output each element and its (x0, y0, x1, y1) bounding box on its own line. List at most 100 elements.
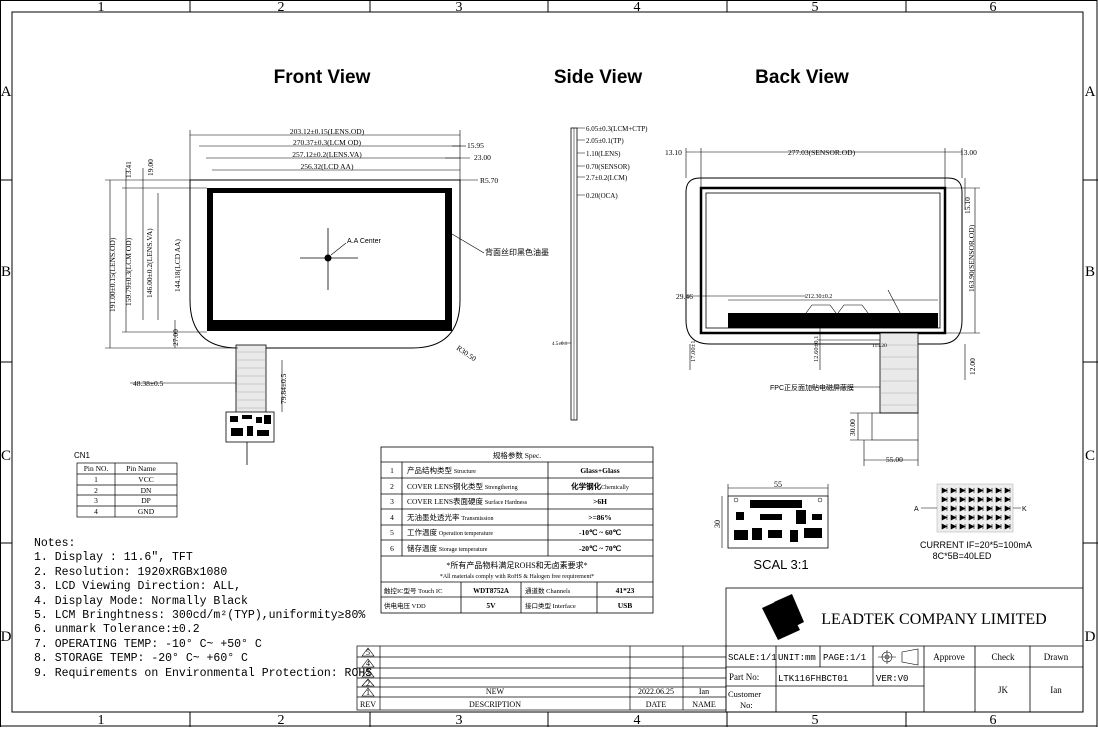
spec-row-no: 6 (390, 544, 394, 553)
tb-ver: VER:V0 (876, 674, 908, 684)
spec-row-label: 无油墨处透光率 Transmission (407, 512, 494, 522)
rev-name: Ian (699, 687, 709, 696)
back-dim-13-10: 13.10 (665, 148, 682, 157)
led-symbol (995, 496, 1002, 503)
back-dim-55-00: 55.00 (886, 455, 903, 464)
led-symbol (959, 496, 966, 503)
cn1-cell: 3 (94, 496, 98, 505)
led-symbol (977, 514, 984, 521)
back-dim-sensor-od-h: 163.90(SENSOR.OD) (967, 224, 976, 292)
side-dim-3: 1.10(LENS) (586, 150, 621, 158)
led-symbol (950, 514, 957, 521)
led-symbol (986, 496, 993, 503)
cn1-cell: DN (141, 486, 152, 495)
dim-lens-od-w: 203.12±0.15(LENS.OD) (290, 127, 365, 136)
dim-lcd-aa-w: 256.32(LCD AA) (301, 162, 354, 171)
note-item: 3. LCD Viewing Direction: ALL, (34, 580, 242, 594)
rev-mark: 2 (366, 679, 370, 688)
note-item: 4. Display Mode: Normally Black (34, 594, 248, 608)
col-label: 5 (812, 713, 819, 727)
spec-title: 规格参数 Spec. (493, 450, 541, 460)
spec-row-value: -20℃ ~ 70℃ (579, 544, 622, 553)
led-symbol (995, 514, 1002, 521)
side-dim-7: 4.5±0.1 (552, 342, 568, 347)
note-item: 7. OPERATING TEMP: -10° C~ +50° C (34, 637, 262, 651)
led-symbol (941, 496, 948, 503)
led-cathode: K (1022, 506, 1027, 513)
back-bottom-strip (728, 313, 938, 328)
back-dim-sensor-od-w: 277.03(SENSOR.OD) (788, 148, 856, 157)
row-label: C (1, 448, 11, 464)
note-item: 9. Requirements on Environmental Protect… (34, 666, 373, 680)
tb-unit: UNIT:mm (778, 653, 816, 663)
tb-drawn: Drawn (1044, 652, 1069, 662)
back-view-title: Back View (755, 67, 849, 88)
spec-vdd-label: 供电电压 VDD (384, 601, 426, 610)
led-symbol (950, 523, 957, 530)
cn1-cell: 2 (94, 486, 98, 495)
spec-channels-label: 通道数 Channels (525, 586, 571, 595)
spec-vdd: 5V (486, 601, 496, 610)
dim-lens-va-w: 257.12±0.2(LENS.VA) (292, 150, 362, 159)
spec-row-label: 储存温度 Storage temperature (407, 543, 488, 553)
cn1-cell: DP (141, 496, 151, 505)
company-name: LEADTEK COMPANY LIMITED (821, 611, 1046, 628)
dim-r30-50: R30.50 (455, 343, 478, 363)
spec-row-value: >6H (593, 497, 607, 506)
view-titles: Front View Side View Back View (274, 67, 849, 88)
col-label: 4 (634, 713, 641, 727)
front-lens-outline (189, 179, 461, 349)
spec-row-no: 1 (390, 466, 394, 475)
spec-row-label: 产品结构类型 Structure (407, 465, 476, 475)
led-symbol (959, 514, 966, 521)
spec-row-label: COVER LENS钢化类型 Strengthering (407, 481, 518, 491)
side-dim-2: 2.05±0.1(TP) (586, 137, 624, 145)
cn1-table: CN1 Pin NO. Pin Name 1 VCC 2 DN 3 DP 4 G… (74, 451, 178, 518)
spec-interface: USB (618, 601, 633, 610)
side-dim-6: 0.20(OCA) (586, 192, 618, 200)
col-label: 2 (278, 713, 285, 727)
spec-channels: 41*23 (616, 586, 635, 595)
note-item: 5. LCM Bringhtness: 300cd/m²(TYP),unifor… (34, 609, 366, 623)
note-item: 6. unmark Tolerance:±0.2 (34, 623, 200, 637)
dim-lens-va-h: 146.00±0.2(LENS.VA) (145, 228, 154, 298)
spec-table: 规格参数 Spec. 1 产品结构类型 Structure Glass+Glas… (380, 446, 654, 614)
note-item: 8. STORAGE TEMP: -20° C~ +60° C (34, 652, 248, 666)
led-symbol (968, 496, 975, 503)
led-symbol (995, 487, 1002, 494)
spec-row-no: 2 (390, 482, 394, 491)
led-current: CURRENT IF=20*5=100mA (920, 540, 1032, 550)
back-dim-12-00: 12.00 (968, 358, 977, 375)
spec-row-no: 3 (390, 497, 394, 506)
row-label: C (1085, 448, 1095, 464)
dim-13-41: 13.41 (124, 161, 133, 178)
dim-r5-70: R5.70 (480, 176, 498, 185)
spec-row-value: >=86% (588, 513, 612, 522)
led-symbol (977, 523, 984, 530)
rev-mark: 3 (366, 669, 370, 678)
led-matrix: A K CURRENT IF=20*5=100mA 8C*5B=40LED (914, 483, 1032, 561)
led-symbol (1004, 523, 1011, 530)
spec-row-value: -10℃ ~ 60℃ (579, 528, 622, 537)
pcb-scale: SCAL 3:1 (753, 557, 808, 572)
col-label: 4 (634, 0, 641, 15)
note-item: 1. Display : 11.6", TFT (34, 551, 193, 565)
led-anode: A (914, 506, 919, 513)
row-label: A (1, 84, 12, 100)
spec-row-value: 化学钢化Chemically (571, 481, 629, 491)
dim-27-00: 27.00 (171, 329, 180, 346)
aa-center-label: A.A Center (347, 238, 382, 245)
spec-row-value: Glass+Glass (580, 466, 619, 475)
rev-mark: 4 (366, 659, 370, 668)
note-item: 2. Resolution: 1920xRGBx1080 (34, 565, 228, 579)
pcb-width: 55 (774, 480, 782, 489)
led-symbol (968, 487, 975, 494)
back-sensor-frame (699, 186, 947, 335)
col-label: 1 (98, 713, 105, 727)
rev-name-label: NAME (692, 700, 716, 709)
led-symbol (1004, 496, 1011, 503)
col-label: 6 (990, 713, 997, 727)
